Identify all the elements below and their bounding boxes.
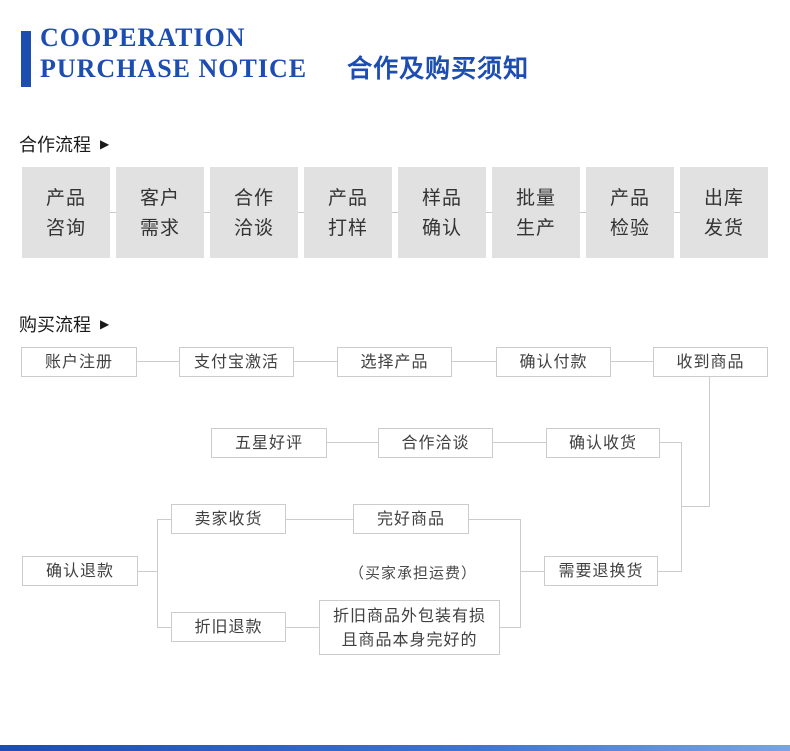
connector-line xyxy=(294,361,337,362)
page-title-cn: 合作及购买须知 xyxy=(347,54,530,83)
connector-line xyxy=(681,442,682,572)
coop-step-customer-needs: 客户 需求 xyxy=(116,167,204,258)
step-label: 需求 xyxy=(139,216,180,239)
depreciated-goods-line1: 折旧商品外包装有损 xyxy=(332,606,486,625)
connector-line xyxy=(138,571,158,572)
flow-node-cooperation-talk: 合作洽谈 xyxy=(378,428,493,458)
step-label: 咨询 xyxy=(45,216,86,239)
flow-node-confirm-receipt: 确认收货 xyxy=(546,428,660,458)
step-label: 产品 xyxy=(45,186,86,209)
connector-line xyxy=(157,627,171,628)
shipping-fee-note: （买家承担运费） xyxy=(349,564,478,582)
step-label: 批量 xyxy=(515,186,556,209)
coop-step-cooperation-talk: 合作 洽谈 xyxy=(210,167,298,258)
coop-step-mass-production: 批量 生产 xyxy=(492,167,580,258)
connector-line xyxy=(137,361,179,362)
flow-node-five-star-review: 五星好评 xyxy=(211,428,327,458)
step-label: 样品 xyxy=(421,186,462,209)
connector-line xyxy=(520,571,544,572)
coop-step-product-inspection: 产品 检验 xyxy=(586,167,674,258)
step-label: 客户 xyxy=(139,186,180,209)
step-label: 确认 xyxy=(421,216,462,239)
coop-step-product-sample: 产品 打样 xyxy=(304,167,392,258)
cooperation-flow-heading: 合作流程 ▶ xyxy=(19,131,109,157)
connector-line xyxy=(658,571,681,572)
flow-node-confirm-payment: 确认付款 xyxy=(496,347,611,377)
flow-node-intact-goods: 完好商品 xyxy=(353,504,469,534)
flow-node-account-register: 账户注册 xyxy=(21,347,137,377)
connector-line xyxy=(452,361,496,362)
arrow-right-icon: ▶ xyxy=(100,137,110,151)
purchase-flow-heading-label: 购买流程 xyxy=(19,315,91,336)
connector-line xyxy=(157,519,171,520)
page-title: COOPERATION PURCHASE NOTICE 合作及购买须知 xyxy=(40,22,529,87)
step-label: 产品 xyxy=(609,186,650,209)
connector-line xyxy=(493,442,546,443)
cooperation-steps-row: 产品 咨询 客户 需求 合作 洽谈 产品 打样 样品 确认 批量 生产 产品 检… xyxy=(22,167,768,258)
connector-line xyxy=(611,361,653,362)
bottom-accent-bar xyxy=(0,745,790,751)
flow-node-depreciated-goods: 折旧商品外包装有损 且商品本身完好的 xyxy=(319,600,500,655)
step-label: 产品 xyxy=(327,186,368,209)
coop-step-product-inquiry: 产品 咨询 xyxy=(22,167,110,258)
connector-line xyxy=(709,377,710,506)
depreciated-goods-line2: 且商品本身完好的 xyxy=(341,630,478,649)
connector-line xyxy=(469,519,521,520)
step-label: 生产 xyxy=(515,216,556,239)
connector-line xyxy=(22,212,768,213)
step-label: 洽谈 xyxy=(233,216,274,239)
step-label: 打样 xyxy=(327,216,368,239)
arrow-right-icon: ▶ xyxy=(100,317,110,331)
coop-step-ship-out: 出库 发货 xyxy=(680,167,768,258)
coop-step-sample-confirm: 样品 确认 xyxy=(398,167,486,258)
flow-node-receive-goods: 收到商品 xyxy=(653,347,768,377)
connector-line xyxy=(520,519,521,628)
flow-node-alipay-activate: 支付宝激活 xyxy=(179,347,294,377)
flow-node-seller-receive: 卖家收货 xyxy=(171,504,286,534)
step-label: 检验 xyxy=(609,216,650,239)
step-label: 合作 xyxy=(233,186,274,209)
cooperation-flow-heading-label: 合作流程 xyxy=(19,135,91,156)
connector-line xyxy=(327,442,378,443)
flow-node-select-product: 选择产品 xyxy=(337,347,452,377)
step-label: 出库 xyxy=(703,186,744,209)
step-label: 发货 xyxy=(703,216,744,239)
connector-line xyxy=(286,627,319,628)
title-accent-bar xyxy=(21,31,31,87)
flow-node-depreciation-refund: 折旧退款 xyxy=(171,612,286,642)
connector-line xyxy=(660,442,682,443)
connector-line xyxy=(500,627,521,628)
connector-line xyxy=(286,519,353,520)
page-title-en-line1: COOPERATION xyxy=(40,23,246,52)
page-title-en-line2: PURCHASE NOTICE xyxy=(40,54,308,83)
purchase-flow-heading: 购买流程 ▶ xyxy=(19,311,109,337)
flow-node-need-return-exchange: 需要退换货 xyxy=(544,556,658,586)
flow-node-confirm-refund: 确认退款 xyxy=(22,556,138,586)
connector-line xyxy=(681,506,710,507)
connector-line xyxy=(157,519,158,628)
